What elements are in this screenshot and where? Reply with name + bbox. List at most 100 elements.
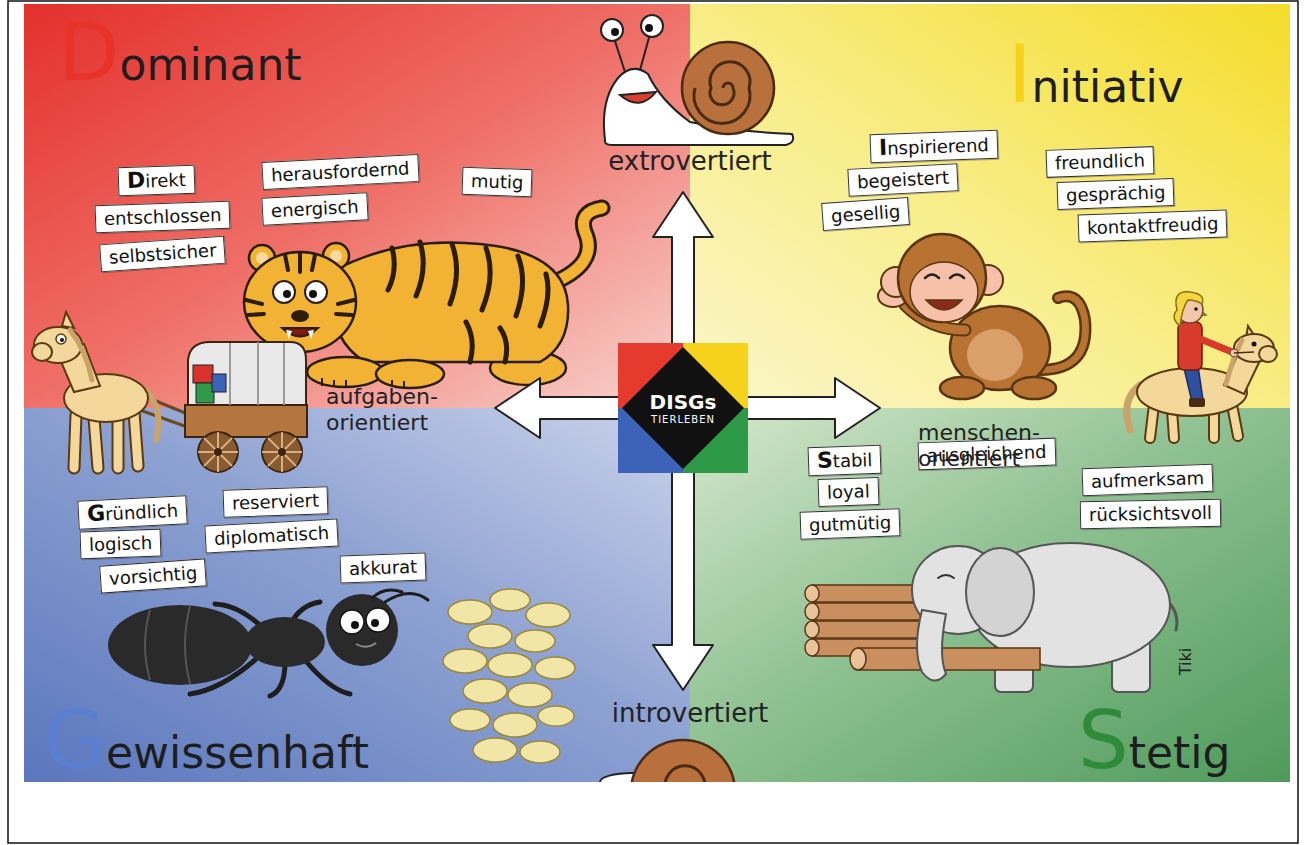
logo-diamond: DISGsTIERLEBEN — [618, 343, 748, 473]
horse-wagon-figure — [188, 342, 306, 405]
ant-figure — [108, 605, 252, 685]
horse-wagon-figure — [212, 374, 226, 392]
ant-figure — [340, 610, 364, 634]
axis-label: extrovertiert — [608, 146, 772, 177]
ant-figure — [326, 594, 398, 666]
elephant-figure — [850, 648, 866, 670]
trait-label: Direkt — [118, 165, 196, 197]
rider-figure — [1226, 340, 1242, 384]
horse-wagon-figure — [278, 448, 286, 456]
trait-label: Inspirierend — [870, 130, 999, 163]
rider-figure — [1194, 307, 1198, 311]
quadrant-ground — [24, 408, 690, 782]
rider-figure — [1252, 342, 1257, 347]
tiger-figure — [283, 290, 291, 298]
logo-subtitle: TIERLEBEN — [651, 413, 715, 426]
snail-figure — [645, 24, 653, 32]
monkey-figure — [1012, 377, 1056, 399]
ant-figure — [356, 643, 376, 647]
quadrant-ground — [24, 4, 1290, 782]
ant-figure — [145, 606, 190, 684]
trait-text: reserviert — [232, 489, 320, 514]
trait-text: energisch — [270, 196, 359, 223]
tiger-figure — [273, 281, 295, 303]
horse-wagon-figure — [214, 448, 222, 456]
larvae-figure — [515, 630, 555, 652]
elephant-figure — [812, 585, 922, 656]
horse-wagon-figure — [60, 338, 64, 342]
ant-figure — [108, 590, 428, 696]
larvae-figure — [493, 713, 537, 737]
trait-label: gutmütig — [800, 508, 901, 539]
tiger-figure — [309, 290, 317, 298]
tiger-figure — [305, 281, 327, 303]
larvae-figure — [443, 589, 575, 763]
page-frame — [8, 1, 1298, 843]
tiger-figure — [388, 242, 548, 362]
rider-figure — [1259, 346, 1277, 362]
trait-label: akkurat — [340, 553, 427, 584]
trait-text: aufmerksam — [1091, 467, 1205, 493]
ant-figure — [371, 619, 379, 627]
monkey-figure — [967, 329, 1023, 381]
trait-label: aufmerksam — [1082, 464, 1214, 497]
monkey-figure — [910, 262, 978, 322]
larvae-figure — [508, 683, 552, 707]
ant-figure — [366, 608, 390, 632]
trait-label: gesellig — [821, 197, 910, 231]
snail-figure — [694, 62, 750, 124]
horse-wagon-figure — [62, 312, 74, 328]
monkey-figure — [926, 300, 962, 310]
snail-figure — [614, 34, 650, 72]
elephant-figure — [805, 585, 819, 602]
larvae-figure — [450, 709, 490, 731]
monkey-figure — [898, 234, 986, 322]
trait-text: begeistert — [856, 167, 949, 194]
logo-title: DISGs — [650, 391, 717, 413]
monkey-figure — [940, 377, 984, 399]
horse-wagon-figure — [32, 343, 52, 361]
rider-figure — [1189, 398, 1205, 407]
elephant-figure — [805, 639, 819, 656]
trait-text: mutig — [471, 170, 524, 194]
quadrant-heading: Stetig — [1078, 702, 1231, 792]
snail-figure — [641, 15, 663, 37]
trait-label: Gründlich — [77, 495, 187, 530]
horse-wagon-figure — [196, 383, 214, 403]
logo-diamond-shape — [622, 347, 744, 469]
horse-wagon-figure — [32, 312, 307, 472]
trait-label: selbstsicher — [99, 236, 226, 273]
elephant-figure — [805, 585, 819, 656]
tiger-figure — [291, 310, 309, 322]
quadrant-heading: Gewissenhaft — [44, 702, 369, 792]
trait-label: energisch — [261, 192, 368, 225]
larvae-figure — [468, 624, 512, 648]
ant-figure — [372, 590, 428, 602]
rider-figure — [1198, 338, 1232, 352]
horse-wagon-figure — [32, 312, 158, 468]
axis-arrows — [495, 192, 880, 690]
monkey-figure — [925, 275, 964, 279]
trait-text: loyal — [827, 480, 870, 503]
tiger-figure — [244, 252, 356, 352]
rider-figure — [1178, 322, 1202, 370]
quadrant-ground — [690, 4, 1290, 408]
trait-label: vorsichtig — [99, 558, 207, 593]
elephant-figure — [812, 585, 922, 602]
axis-label: aufgaben- orientiert — [326, 384, 476, 436]
horse-wagon-figure — [56, 334, 66, 344]
snail-figure — [611, 28, 619, 36]
trait-text: Stabil — [817, 448, 873, 473]
snail-shell-figure — [600, 740, 735, 782]
quadrant-ground — [24, 4, 690, 408]
ant-figure — [245, 617, 325, 667]
trait-text: logisch — [89, 532, 153, 556]
trait-label: loyal — [818, 477, 880, 507]
elephant-figure — [917, 610, 946, 681]
quadrant-region: InitiativInspirierendfreundlichbegeister… — [690, 4, 1290, 408]
quadrant-region: DominantDirektherausforderndmutigentschl… — [24, 4, 690, 408]
larvae-figure — [473, 738, 517, 762]
larvae-figure — [488, 653, 532, 677]
trait-label: Stabil — [808, 445, 882, 477]
trait-text: Gründlich — [86, 499, 178, 527]
